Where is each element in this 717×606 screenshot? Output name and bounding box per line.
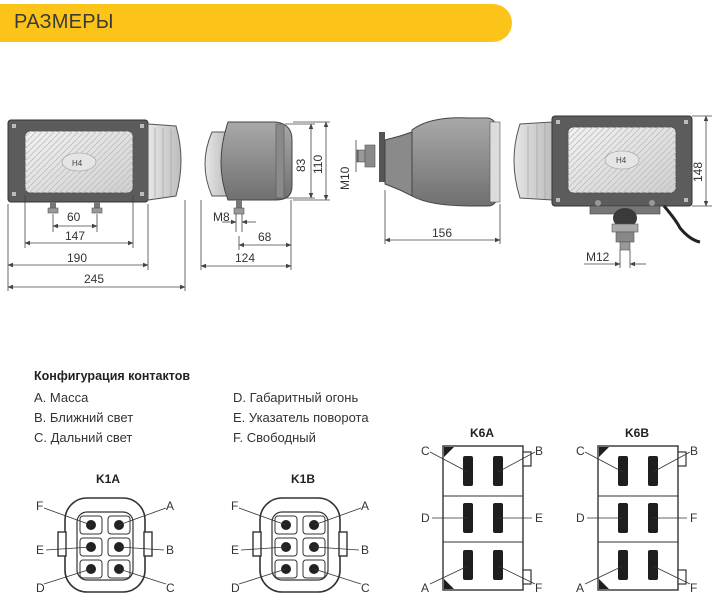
connector-k1b: K1B F A E B D C	[231, 472, 370, 595]
legend-item-a: A. Масса	[34, 390, 89, 405]
k6a-label-a: A	[421, 581, 429, 595]
connector-k1b-title: K1B	[291, 472, 315, 486]
k1b-label-b: B	[361, 543, 369, 557]
k6a-label-f: F	[535, 581, 542, 595]
k1a-label-b: B	[166, 543, 174, 557]
k6b-label-f2: F	[690, 581, 697, 595]
connector-k6b: K6B C B D F A F	[576, 426, 698, 595]
side-view-drawing	[204, 121, 293, 215]
k6b-label-a: A	[576, 581, 584, 595]
dim-rear-depth: 156	[432, 226, 452, 240]
dim-side-height-inner: 83	[294, 158, 308, 172]
k6b-label-d: D	[576, 511, 585, 525]
k6a-label-d: D	[421, 511, 430, 525]
k1b-label-f: F	[231, 499, 238, 513]
dim-side-depth-total: 124	[235, 251, 255, 265]
legend-item-c: C. Дальний свет	[34, 430, 133, 445]
dim-bolt-spacing: 60	[67, 210, 81, 224]
k1b-label-e: E	[231, 543, 239, 557]
front-lamp-code: H4	[72, 159, 83, 168]
section-banner: РАЗМЕРЫ	[0, 4, 512, 42]
front-right-drawing: H4	[513, 115, 701, 251]
front-right-lamp-code: H4	[616, 156, 627, 165]
connector-k6a-title: K6A	[470, 426, 494, 440]
k1a-label-d: D	[36, 581, 45, 595]
connector-k1a-title: K1A	[96, 472, 120, 486]
dim-front-right-thread: M12	[586, 250, 610, 264]
k1b-label-a: A	[361, 499, 369, 513]
contact-legend-right: D. Габаритный огонь E. Указатель поворот…	[233, 388, 369, 448]
rear-view-dimension-lines	[355, 140, 501, 244]
dim-side-thread: M8	[213, 210, 230, 224]
k1a-label-e: E	[36, 543, 44, 557]
dim-side-depth-short: 68	[258, 230, 272, 244]
connector-k1a: K1A F A E B D C	[36, 472, 175, 595]
k6b-label-c: C	[576, 444, 585, 458]
dim-lens-width: 147	[65, 229, 85, 243]
front-lamp-drawing: H4	[7, 119, 182, 214]
k6b-label-f: F	[690, 511, 697, 525]
dim-side-height-outer: 110	[311, 155, 325, 174]
dim-overall-width: 245	[84, 272, 104, 286]
k1b-label-d: D	[231, 581, 240, 595]
dim-rear-thread: M10	[338, 166, 352, 190]
rear-view-drawing	[356, 117, 501, 207]
k6a-label-b: B	[535, 444, 543, 458]
dim-housing-width: 190	[67, 251, 87, 265]
k1a-label-a: A	[166, 499, 174, 513]
dim-front-right-height: 148	[691, 162, 705, 182]
legend-item-f: F. Свободный	[233, 430, 316, 445]
legend-item-e: E. Указатель поворота	[233, 410, 369, 425]
legend-item-d: D. Габаритный огонь	[233, 390, 359, 405]
legend-item-b: B. Ближний свет	[34, 410, 134, 425]
k1a-label-f: F	[36, 499, 43, 513]
section-title: РАЗМЕРЫ	[14, 11, 114, 33]
k1b-label-c: C	[361, 581, 370, 595]
connector-k6b-title: K6B	[625, 426, 649, 440]
k6a-label-e: E	[535, 511, 543, 525]
front-lamp-dimension-lines	[7, 195, 186, 291]
k6a-label-c: C	[421, 444, 430, 458]
contact-config-title: Конфигурация контактов	[34, 369, 191, 383]
side-view-dimension-lines	[200, 121, 330, 270]
contact-legend-left: A. Масса B. Ближний свет C. Дальний свет	[34, 388, 133, 448]
k6b-label-b: B	[690, 444, 698, 458]
front-right-dimension-lines	[584, 115, 712, 268]
connector-k6a: K6A C B D E A F	[421, 426, 543, 595]
k1a-label-c: C	[166, 581, 175, 595]
